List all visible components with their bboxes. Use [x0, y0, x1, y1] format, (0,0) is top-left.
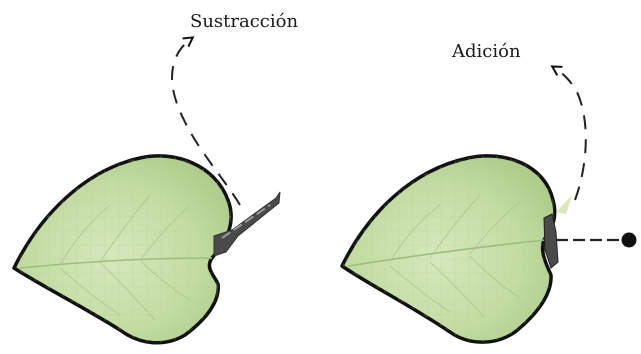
label-subtraction: Sustracción — [190, 11, 298, 32]
panel-addition: Adición — [342, 41, 637, 342]
panel-subtraction: Sustracción — [14, 11, 298, 343]
adding-tool — [544, 214, 637, 268]
addition-arrow-path — [553, 67, 586, 200]
leaf-tip-fragment — [556, 195, 572, 214]
right-leaf — [342, 156, 555, 342]
label-addition: Adición — [451, 41, 521, 62]
left-leaf — [14, 156, 231, 343]
